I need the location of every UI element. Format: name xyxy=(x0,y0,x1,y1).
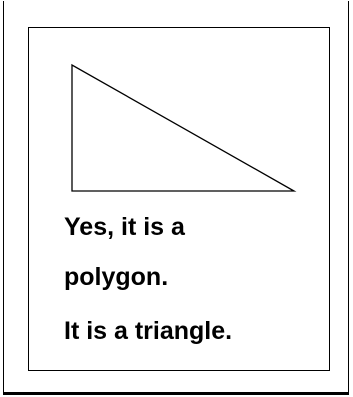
answer-line-1: Yes, it is a xyxy=(64,213,185,241)
answer-line-2: polygon. xyxy=(64,263,169,291)
outer-frame xyxy=(3,1,349,395)
card xyxy=(28,27,330,371)
statement-line: It is a triangle. xyxy=(64,317,233,345)
right-triangle xyxy=(71,63,297,192)
